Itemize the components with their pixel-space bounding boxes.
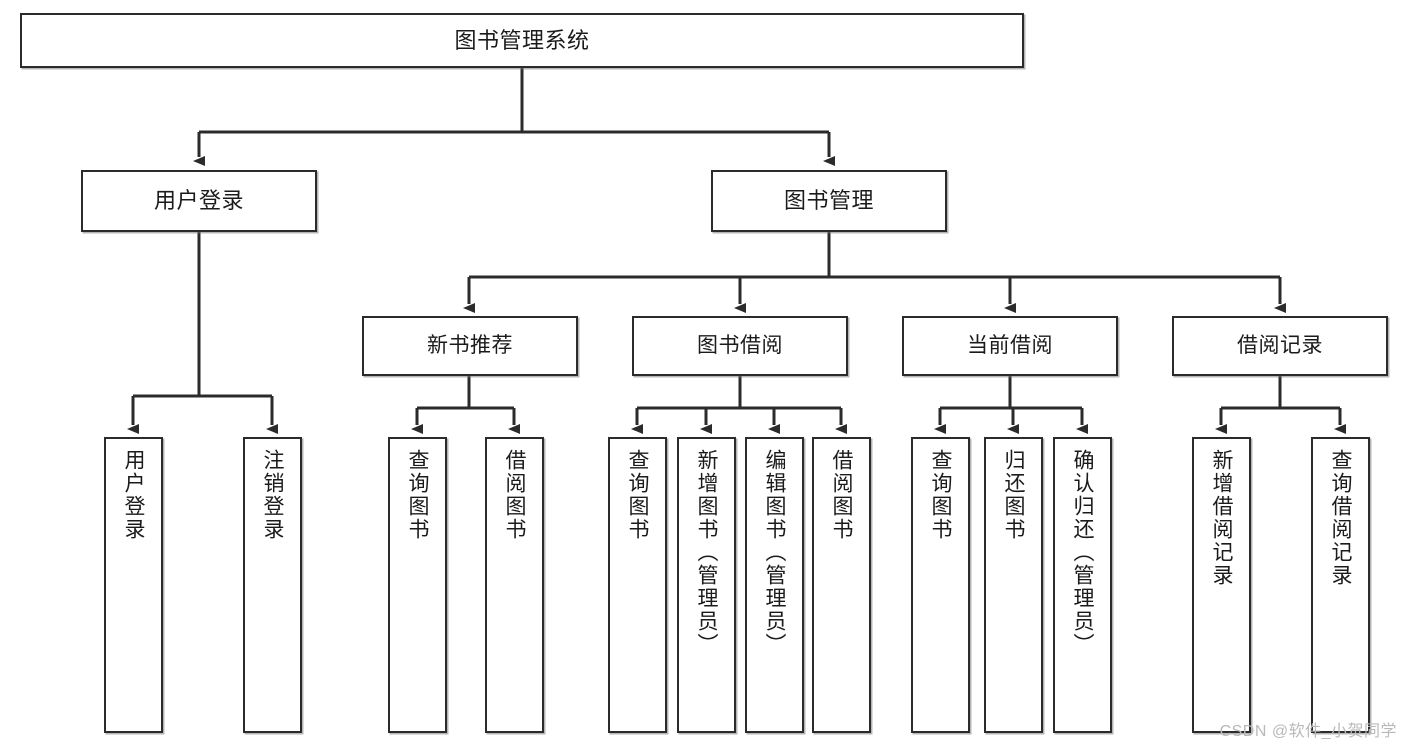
node-leaf-query-book-borrow[interactable]: 查询图书 (608, 437, 667, 733)
node-label: 用户登录 (122, 449, 145, 541)
node-leaf-return-book[interactable]: 归还图书 (984, 437, 1043, 733)
node-leaf-query-borrow-record[interactable]: 查询借阅记录 (1311, 437, 1370, 733)
node-leaf-add-book-admin[interactable]: 新增图书（管理员） (677, 437, 736, 733)
node-leaf-confirm-return-admin[interactable]: 确认归还（管理员） (1053, 437, 1112, 733)
node-label: 查询图书 (406, 449, 429, 541)
node-label: 借阅图书 (830, 449, 853, 541)
node-label: 借阅记录 (1237, 333, 1323, 357)
node-label: 借阅图书 (503, 449, 526, 541)
node-root-system[interactable]: 图书管理系统 (20, 13, 1024, 68)
node-leaf-user-login[interactable]: 用户登录 (104, 437, 163, 733)
node-leaf-borrow-book[interactable]: 借阅图书 (812, 437, 871, 733)
node-leaf-user-logout[interactable]: 注销登录 (243, 437, 302, 733)
node-label: 图书管理 (783, 188, 874, 214)
node-label: 确认归还（管理员） (1071, 449, 1094, 656)
node-label: 编辑图书（管理员） (763, 449, 786, 656)
node-new-book-recommend[interactable]: 新书推荐 (362, 316, 578, 376)
node-label: 注销登录 (261, 449, 284, 541)
node-leaf-add-borrow-record[interactable]: 新增借阅记录 (1192, 437, 1251, 733)
node-label: 新增借阅记录 (1210, 449, 1233, 587)
node-leaf-query-book-recommend[interactable]: 查询图书 (388, 437, 447, 733)
node-book-borrow[interactable]: 图书借阅 (632, 316, 848, 376)
node-label: 图书管理系统 (454, 27, 590, 53)
node-book-management[interactable]: 图书管理 (711, 170, 947, 232)
node-leaf-query-book-current[interactable]: 查询图书 (911, 437, 970, 733)
node-label: 查询图书 (929, 449, 952, 541)
node-leaf-borrow-book-recommend[interactable]: 借阅图书 (485, 437, 544, 733)
node-label: 新增图书（管理员） (695, 449, 718, 656)
node-label: 图书借阅 (697, 333, 783, 357)
node-current-borrow[interactable]: 当前借阅 (902, 316, 1118, 376)
node-label: 查询图书 (626, 449, 649, 541)
node-label: 用户登录 (153, 188, 244, 214)
node-label: 查询借阅记录 (1329, 449, 1352, 587)
csdn-watermark: CSDN @软件_小贺同学 (1219, 723, 1397, 740)
node-label: 新书推荐 (427, 333, 513, 357)
node-label: 归还图书 (1002, 449, 1025, 541)
node-borrow-record[interactable]: 借阅记录 (1172, 316, 1388, 376)
node-user-login[interactable]: 用户登录 (81, 170, 317, 232)
node-leaf-edit-book-admin[interactable]: 编辑图书（管理员） (745, 437, 804, 733)
node-label: 当前借阅 (967, 333, 1053, 357)
